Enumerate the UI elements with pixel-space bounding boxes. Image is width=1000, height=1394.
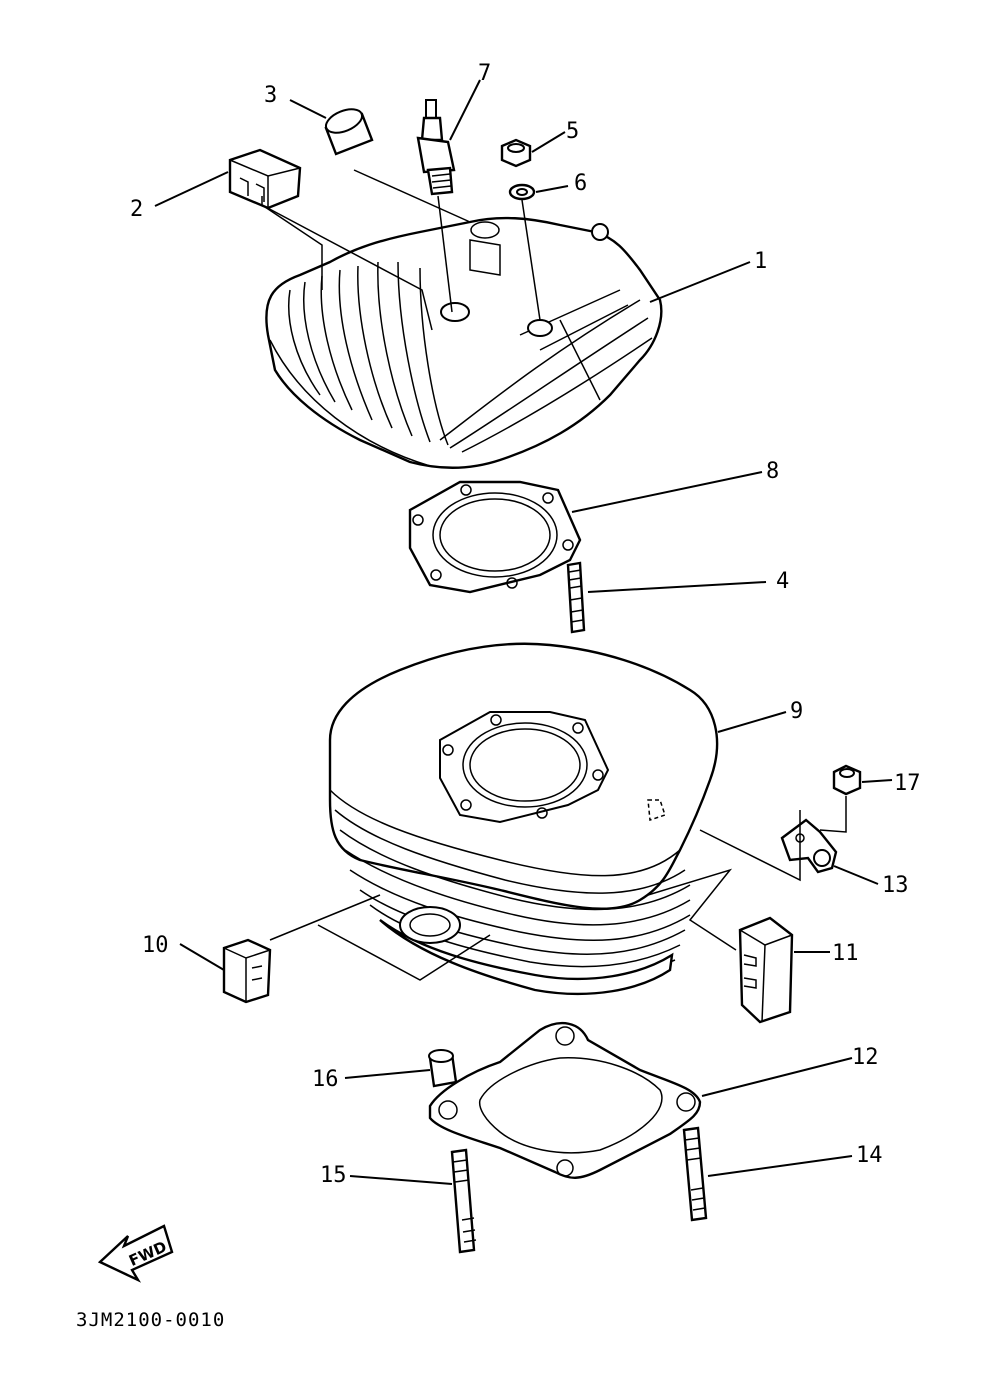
stud-bolt-4 (566, 561, 586, 634)
callout-9: 9 (790, 699, 803, 724)
stud-bolt-15 (450, 1148, 477, 1254)
dowel-pin-16 (428, 1049, 458, 1088)
callout-7: 7 (478, 61, 491, 86)
spark-plug-7 (416, 99, 456, 196)
dowel-pin-3 (324, 108, 374, 156)
cylinder-head (265, 216, 663, 469)
callout-12: 12 (852, 1045, 879, 1070)
callout-3: 3 (264, 83, 277, 108)
diagram-code: 3JM2100-0010 (76, 1309, 225, 1331)
callout-1: 1 (754, 249, 767, 274)
callout-15: 15 (320, 1163, 347, 1188)
damper-rubber-2 (228, 148, 302, 210)
stay-13 (780, 818, 838, 874)
callout-5: 5 (566, 119, 579, 144)
callout-17: 17 (894, 771, 921, 796)
callout-13: 13 (882, 873, 909, 898)
callout-6: 6 (574, 171, 587, 196)
forward-arrow-icon: FWD (97, 1224, 174, 1283)
washer-6 (508, 183, 536, 201)
callout-numbers: 3 2 7 5 6 1 8 4 9 17 13 10 11 12 16 14 1… (130, 61, 921, 1188)
head-gasket-8 (408, 480, 582, 594)
damper-rubber-11 (738, 916, 794, 1024)
base-gasket-12 (428, 1021, 702, 1179)
callout-10: 10 (142, 933, 169, 958)
nut-17 (832, 764, 862, 796)
callout-11: 11 (832, 941, 859, 966)
nut-5 (500, 138, 532, 168)
damper-rubber-10 (222, 938, 272, 1004)
callout-16: 16 (312, 1067, 339, 1092)
callout-14: 14 (856, 1143, 883, 1168)
cylinder-9 (328, 642, 719, 996)
stud-bolt-14 (682, 1126, 708, 1222)
callout-4: 4 (776, 569, 789, 594)
callout-2: 2 (130, 197, 143, 222)
leader-lines (154, 79, 893, 1185)
callout-8: 8 (766, 459, 779, 484)
